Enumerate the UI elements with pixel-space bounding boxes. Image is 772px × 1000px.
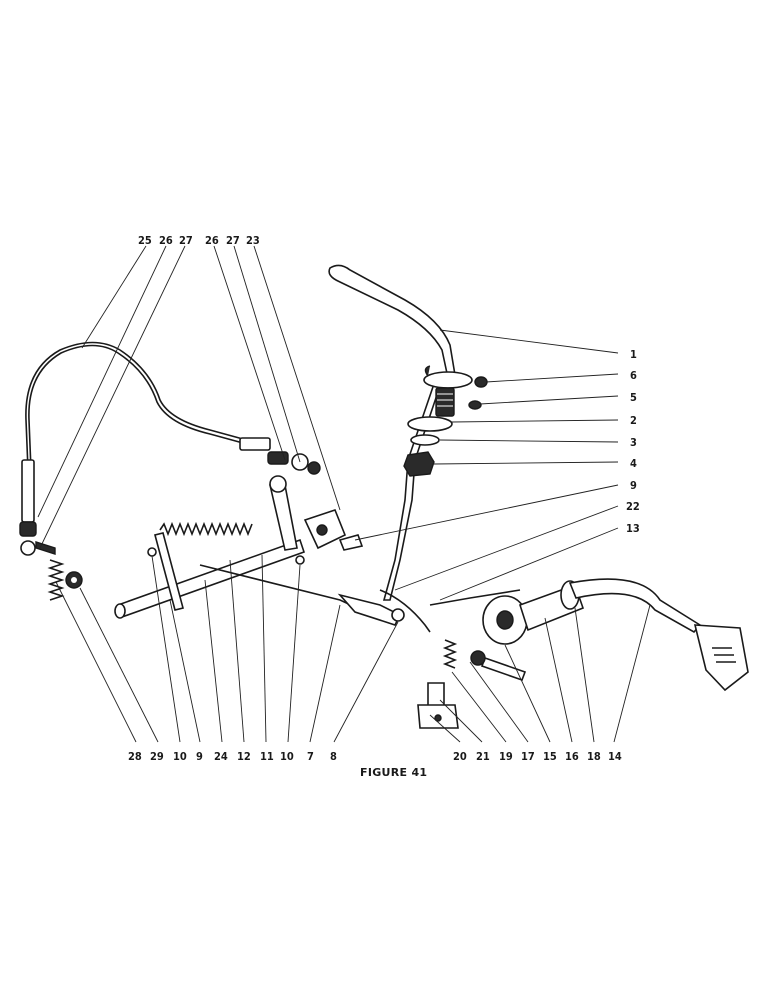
callout-23: 23 xyxy=(246,234,260,247)
callout-26b: 26 xyxy=(205,234,219,247)
callout-19: 19 xyxy=(499,750,513,763)
callout-4: 4 xyxy=(630,457,637,470)
callouts-top: 25 26 27 26 27 23 xyxy=(138,234,260,247)
callout-5: 5 xyxy=(630,391,637,404)
callout-6: 6 xyxy=(630,369,637,382)
callout-16: 16 xyxy=(565,750,579,763)
callout-12: 12 xyxy=(237,750,251,763)
callout-27b: 27 xyxy=(226,234,240,247)
callout-8: 8 xyxy=(330,750,337,763)
callout-21: 21 xyxy=(476,750,490,763)
callout-1: 1 xyxy=(630,348,637,361)
figure-caption: FIGURE 41 xyxy=(360,766,427,779)
nut-part-29 xyxy=(65,571,83,589)
callout-18: 18 xyxy=(587,750,601,763)
callout-15: 15 xyxy=(543,750,557,763)
callout-7: 7 xyxy=(307,750,314,763)
callout-24: 24 xyxy=(214,750,228,763)
callout-10b: 10 xyxy=(280,750,294,763)
callout-22: 22 xyxy=(626,500,640,513)
callout-11: 11 xyxy=(260,750,274,763)
callout-26: 26 xyxy=(159,234,173,247)
cross-shaft xyxy=(114,475,405,626)
callout-9: 9 xyxy=(630,479,637,492)
callout-3: 3 xyxy=(630,436,637,449)
callout-10: 10 xyxy=(173,750,187,763)
callout-25: 25 xyxy=(138,234,152,247)
callout-29: 29 xyxy=(150,750,164,763)
leader-lines xyxy=(37,245,651,743)
callout-13: 13 xyxy=(626,522,640,535)
callout-9b: 9 xyxy=(196,750,203,763)
callouts-bottom: 28 29 10 9 24 12 11 10 7 8 20 21 19 17 1… xyxy=(128,750,622,763)
callouts-right: 1 6 5 2 3 4 9 22 13 xyxy=(626,348,640,535)
callout-27: 27 xyxy=(179,234,193,247)
pedal-assembly xyxy=(417,578,749,729)
hand-lever xyxy=(328,264,488,633)
callout-17: 17 xyxy=(521,750,535,763)
callout-2: 2 xyxy=(630,414,637,427)
control-cable xyxy=(19,341,321,556)
callout-14: 14 xyxy=(608,750,622,763)
spring-part-28 xyxy=(47,559,65,601)
callout-28: 28 xyxy=(128,750,142,763)
callout-20: 20 xyxy=(453,750,467,763)
